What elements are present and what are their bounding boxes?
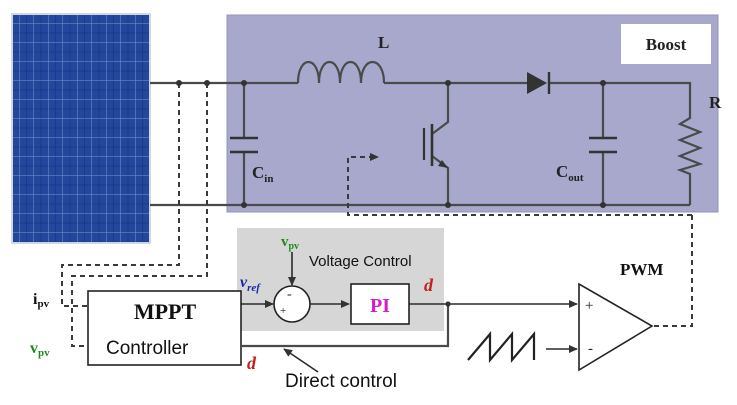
- vref-label: vref: [240, 274, 261, 294]
- inductor-symbol: [296, 61, 386, 84]
- boost-label-box: [621, 24, 711, 64]
- sawtooth-carrier: [467, 330, 536, 364]
- voltage-control-box: [237, 228, 444, 331]
- sum-minus-sign: -: [287, 287, 292, 302]
- mppt-controller-block: [87, 290, 242, 366]
- diode-symbol: [527, 72, 551, 94]
- d-direct-label: d: [247, 353, 257, 373]
- direct-junction-dot: [445, 301, 451, 307]
- resistor-symbol: [676, 110, 704, 178]
- d-pi-label: d: [424, 275, 434, 295]
- igbt-switch-symbol: [422, 124, 448, 168]
- vpv-top-label: vpv: [281, 234, 299, 252]
- comparator-plus-sign: +: [585, 298, 593, 314]
- capacitor-cin: [230, 136, 258, 154]
- sense-dots: [176, 80, 210, 86]
- cin-label: Cin: [252, 163, 273, 185]
- direct-control-wire: [241, 304, 450, 348]
- mppt-subtitle: Controller: [106, 338, 189, 359]
- pwm-comparator: [578, 282, 654, 372]
- solar-panel: [11, 13, 151, 244]
- junction-dots: [241, 80, 606, 208]
- vpv-label: vpv: [30, 340, 50, 359]
- comparator-minus-sign: -: [588, 341, 593, 357]
- pwm-label: PWM: [620, 260, 663, 279]
- boost-label: Boost: [646, 35, 687, 54]
- resistor-label: R: [709, 93, 722, 112]
- sensing-lines: [61, 83, 693, 347]
- direct-control-label: Direct control: [285, 371, 397, 392]
- direct-control-pointer: [283, 348, 319, 373]
- mppt-title: MPPT: [134, 299, 197, 324]
- cout-label: Cout: [556, 162, 584, 184]
- inductor-label: L: [378, 33, 389, 52]
- sum-plus-sign: +: [280, 305, 286, 317]
- ipv-label: ipv: [33, 291, 50, 310]
- pi-label: PI: [370, 295, 390, 317]
- capacitor-cout: [589, 136, 617, 154]
- voltage-control-label: Voltage Control: [309, 253, 412, 270]
